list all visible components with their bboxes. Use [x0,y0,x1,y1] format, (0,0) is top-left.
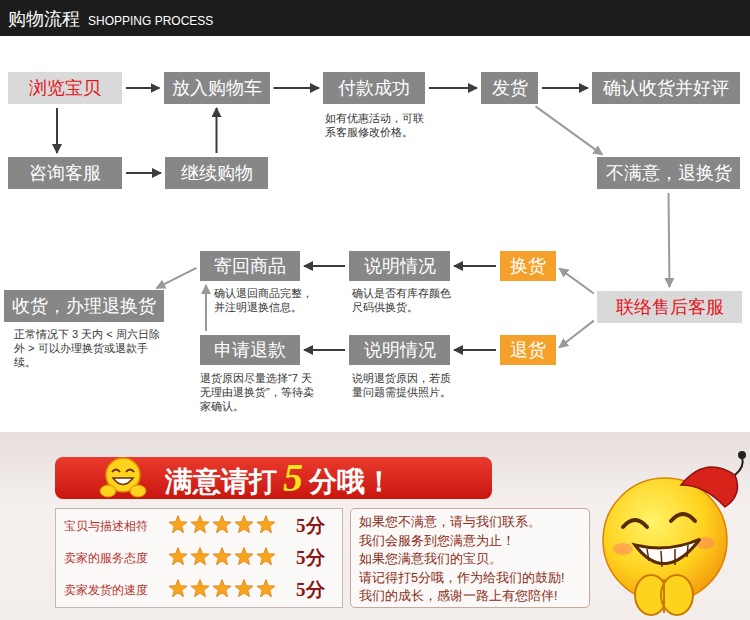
box-text: 说明情况 [364,254,436,278]
rating-table: 宝贝与描述相符5分卖家的服务态度5分卖家发货的速度5分 [55,508,343,608]
page-title: 购物流程 [8,7,80,31]
score-value: 5分 [296,577,325,603]
process-box: 咨询客服 [8,157,122,189]
process-box: 说明情况 [349,251,450,281]
score-value: 5分 [296,545,325,571]
box-text: 换货 [510,254,546,278]
box-text: 申请退款 [214,338,286,362]
process-box: 继续购物 [165,157,268,189]
process-box: 放入购物车 [164,72,270,104]
flow-arrow [559,268,594,293]
flow-arrow [56,108,58,153]
flow-arrow [304,349,345,351]
flow-arrow [536,106,603,154]
rating-item: 宝贝与描述相符 [64,518,148,535]
step-note: 如有优惠活动，可联系客服修改价格。 [325,111,433,139]
process-box: 寄回商品 [200,251,300,281]
rating-item: 卖家发货的速度 [64,582,148,599]
smiley-illustration [585,445,750,620]
message-box: 如果您不满意，请与我们联系。我们会服务到您满意为止！如果您满意我们的宝贝。请记得… [350,508,590,608]
rating-banner: 满意请打5分哦！ [55,457,492,499]
process-box: 不满意，退换货 [597,157,740,189]
flow-arrow [542,87,588,89]
flow-arrow [668,193,671,287]
step-note: 退货原因尽量选择“7 天无理由退换货”，等待卖家确认。 [200,371,318,413]
score-number: 5 [283,457,303,499]
flow-arrow [559,321,594,348]
process-box: 发货 [481,72,538,104]
box-text: 联络售后客服 [616,295,724,319]
message-line: 我们的成长，感谢一路上有您陪伴! [359,588,557,605]
flow-arrow [454,265,496,267]
banner-text: 分哦！ [309,461,393,503]
box-text: 浏览宝贝 [29,76,101,100]
process-box: 退货 [500,335,556,365]
flow-arrow [454,349,496,351]
box-text: 寄回商品 [214,254,286,278]
step-note: 确认是否有库存颜色尺码供换货。 [352,286,454,314]
message-line: 请记得打5分哦，作为给我们的鼓励! [359,570,564,587]
flow-arrow [126,172,161,174]
process-box: 浏览宝贝 [8,72,122,104]
box-text: 放入购物车 [172,76,262,100]
step-note: 确认退回商品完整，并注明退换信息。 [214,286,314,314]
header-subtitle: SHOPPING PROCESS [88,14,213,28]
box-text: 继续购物 [181,161,253,185]
flow-arrow [156,268,196,288]
box-text: 说明情况 [364,338,436,362]
box-text: 不满意，退换货 [606,161,732,185]
flow-arrow [304,265,345,267]
message-line: 我们会服务到您满意为止！ [359,533,515,550]
flow-arrow [205,285,207,331]
score-value: 5分 [296,513,325,539]
banner-text: 满意请打 [165,461,277,503]
small-smiley [93,455,153,499]
message-line: 如果您不满意，请与我们联系。 [359,514,541,531]
box-text: 发货 [492,76,528,100]
step-note: 正常情况下 3 天内 < 周六日除外 > 可以办理换货或退款手续。 [14,327,166,369]
box-text: 付款成功 [338,76,410,100]
rating-item: 卖家的服务态度 [64,550,148,567]
flow-arrow [216,108,218,153]
box-text: 确认收货并好评 [603,76,729,100]
flow-arrow [126,87,160,89]
process-box: 确认收货并好评 [592,72,740,104]
flow-arrow [429,87,477,89]
box-text: 咨询客服 [29,161,101,185]
process-box: 申请退款 [200,335,300,365]
box-text: 退货 [510,338,546,362]
step-note: 说明退货原因，若质量问题需提供照片。 [352,371,454,399]
process-box: 收货，办理退换货 [4,290,164,322]
flow-arrow [274,87,320,89]
box-text: 收货，办理退换货 [12,294,156,318]
process-box: 付款成功 [323,72,425,104]
message-line: 如果您满意我们的宝贝。 [359,551,502,568]
process-box: 换货 [500,251,556,281]
process-box: 说明情况 [349,335,450,365]
process-box: 联络售后客服 [597,291,742,323]
